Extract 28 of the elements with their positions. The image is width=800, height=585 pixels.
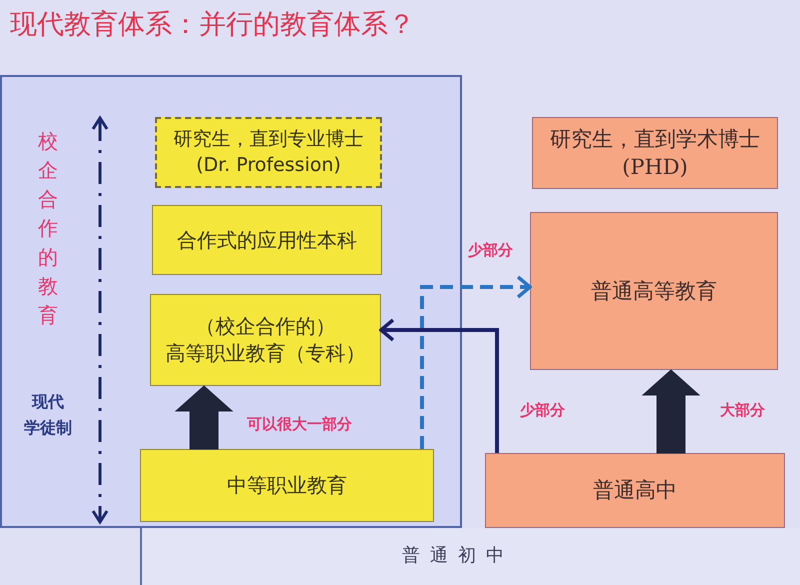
stage-box [530, 212, 778, 370]
base-band [140, 528, 800, 585]
stage-label: （校企合作的）高等职业教育（专科） [164, 313, 366, 367]
arrow [379, 318, 499, 453]
stage-box [152, 205, 382, 275]
stage-label: 普通高中 [593, 477, 677, 504]
stage-box [532, 117, 778, 189]
stage-box [140, 449, 434, 522]
arrow [420, 275, 532, 449]
stage-box [155, 117, 382, 188]
stage-box [485, 453, 785, 528]
block-arrow [174, 385, 234, 450]
side-label: 现代学徒制 [23, 391, 73, 439]
title: 现代教育体系：并行的教育体系？ [10, 8, 415, 42]
stage-label: 普通初中 [401, 544, 514, 568]
section-panel [0, 75, 462, 528]
edge-label: 可以很大一部分 [247, 414, 352, 434]
stage-label: 普通高等教育 [591, 278, 717, 305]
stage-label: 中等职业教育 [227, 472, 347, 499]
stage-box [150, 294, 381, 386]
block-arrow [642, 369, 700, 454]
edge-label: 少部分 [520, 400, 565, 420]
vertical-label: 校企合作的教育 [38, 128, 58, 329]
edge-label: 大部分 [720, 400, 765, 420]
edge-label: 少部分 [468, 240, 513, 260]
stage-label: 研究生，直到学术博士 (PHD) [549, 126, 761, 181]
stage-label: 研究生，直到专业博士 (Dr. Profession) [172, 126, 364, 178]
stage-label: 合作式的应用性本科 [177, 226, 357, 254]
